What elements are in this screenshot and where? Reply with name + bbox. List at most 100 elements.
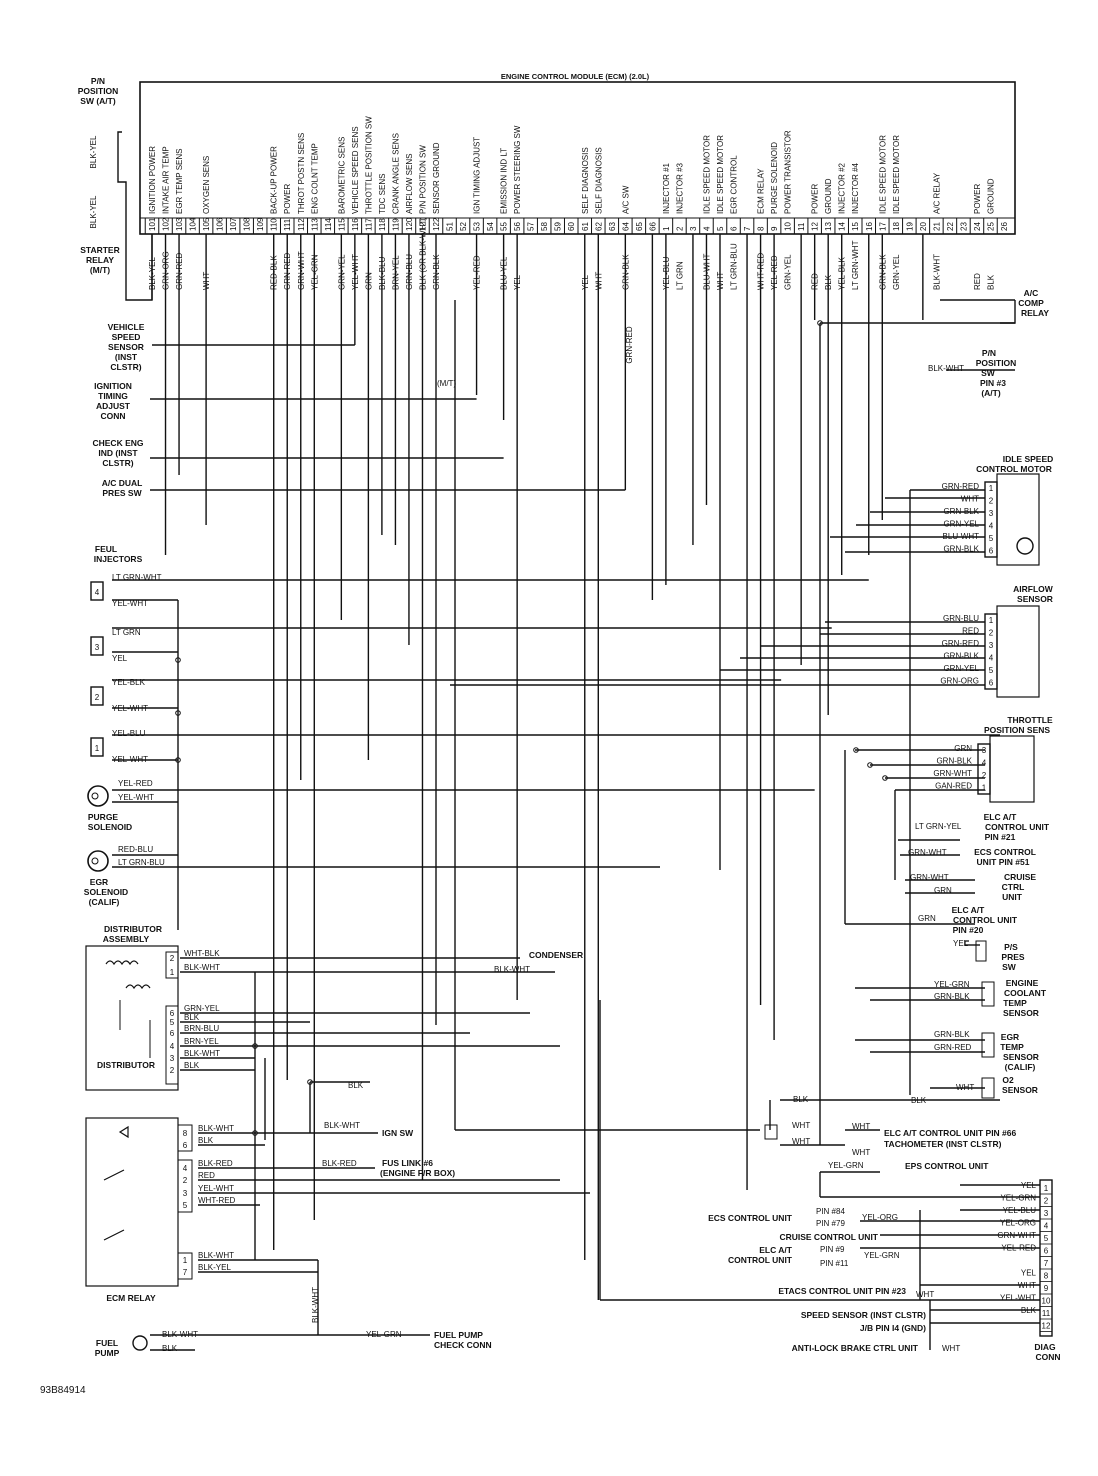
airflow-title: AIRFLOW SENSOR: [1013, 584, 1054, 604]
injector-connector: [90, 686, 104, 706]
diag-pin-number: 8: [1044, 1272, 1049, 1281]
ecm-relay-label: ECM RELAY: [106, 1293, 156, 1303]
ecm-pin-number: 17: [878, 222, 887, 231]
fuel-pump-symbol: [132, 1335, 148, 1351]
isc-pin-wire: GRN-BLK: [943, 507, 979, 516]
ecm-pin-function: POWER: [283, 184, 292, 214]
svg-text:ENGINE: ENGINE: [1006, 978, 1039, 988]
distributor-pin-wire: BLK-WHT: [184, 1049, 220, 1058]
diag-etacs-label: ETACS CONTROL UNIT PIN #23: [778, 1286, 906, 1296]
diag-elc-pin-2: PIN #11: [820, 1259, 849, 1268]
fuel-pump-wire-1: BLK-WHT: [162, 1330, 198, 1339]
svg-text:TEMP: TEMP: [1003, 998, 1027, 1008]
relay-pin-number: 1: [183, 1256, 188, 1265]
ecm-pin-number: 116: [351, 218, 360, 231]
distributor-connector-a: [165, 951, 179, 979]
ecm-pin-function: PURGE SOLENOID: [770, 142, 779, 214]
ecs-51-label: ECS CONTROL UNIT PIN #51: [974, 847, 1036, 867]
svg-text:(CALIF): (CALIF): [1005, 1062, 1036, 1072]
injector-connector: [90, 581, 104, 601]
ecm-pin-number: 107: [229, 217, 238, 231]
diag-pin-wire: YEL-RED: [1001, 1244, 1036, 1253]
ecm-pin-number: 66: [648, 222, 657, 231]
svg-text:P/N: P/N: [982, 348, 996, 358]
airflow-pin-wire: RED: [962, 627, 979, 636]
eps-wire: YEL-GRN: [828, 1161, 864, 1170]
airflow-pin-number: 6: [989, 679, 994, 688]
svg-text:SW: SW: [981, 368, 996, 378]
blk-ground-a: BLK: [793, 1095, 809, 1104]
elc-at-20-wire: GRN: [918, 914, 936, 923]
wht-label-4: WHT: [852, 1148, 870, 1157]
airflow-pin-wire: GRN-ORG: [940, 677, 979, 686]
injector-number: 4: [95, 588, 100, 597]
svg-text:SW: SW: [1002, 962, 1017, 972]
purge-solenoid-label: PURGE SOLENOID: [88, 812, 132, 832]
ecm-pin-function: GROUND: [986, 178, 995, 214]
ign-sw-label: IGN SW: [382, 1128, 414, 1138]
injector-wire-bottom: YEL-WHT: [112, 755, 148, 764]
svg-text:CLSTR): CLSTR): [110, 362, 141, 372]
fus-link-wire: BLK-RED: [322, 1159, 357, 1168]
o2-wire: WHT: [956, 1083, 974, 1092]
solenoid-terminal: [91, 792, 99, 800]
diag-pin-wire: YEL: [1021, 1181, 1037, 1190]
svg-text:SENSOR: SENSOR: [108, 342, 144, 352]
relay-pin-number: 7: [183, 1268, 188, 1277]
relay-connector-c: [177, 1252, 193, 1280]
svg-text:A/C: A/C: [1024, 288, 1039, 298]
isc-pin-number: 6: [989, 547, 994, 556]
ecm-pin-function: INJECTOR #2: [838, 162, 847, 214]
diag-elc-label-2: CONTROL UNIT: [728, 1255, 793, 1265]
blk-ground-wire: BLK: [348, 1081, 364, 1090]
injector-connector: [90, 737, 104, 757]
svg-text:FEUL: FEUL: [95, 544, 117, 554]
ecm-pin-function: EGR CONTROL: [730, 155, 739, 214]
ecm-pin-number: 105: [202, 217, 211, 231]
svg-text:CONTROL UNIT: CONTROL UNIT: [953, 915, 1018, 925]
ecm-pin-number: 1: [662, 226, 671, 231]
ecm-pin-number: 119: [391, 218, 400, 231]
injectors-title: FEUL INJECTORS: [94, 544, 143, 564]
ecm-pin-number: 4: [702, 226, 711, 231]
relay-diode-symbol: [118, 1125, 129, 1139]
ecm-pin-wire-color: RED: [973, 273, 982, 290]
splice-dot: [882, 775, 888, 781]
svg-text:PIN #21: PIN #21: [985, 832, 1016, 842]
svg-text:VEHICLE: VEHICLE: [108, 322, 145, 332]
distributor-pin-number: 1: [170, 968, 175, 977]
svg-text:PRES: PRES: [1001, 952, 1024, 962]
ecm-pin-function: OXYGEN SENS: [202, 156, 211, 214]
blk-yel-label-2: BLK-YEL: [89, 195, 98, 228]
ecm-pin-number: 18: [892, 222, 901, 231]
figure-id: 93B84914: [40, 1385, 86, 1396]
ect-wire-1: YEL-GRN: [934, 980, 970, 989]
ps-pres-label: P/S PRES SW: [1001, 942, 1024, 972]
isc-pin-number: 5: [989, 534, 994, 543]
diag-pin-wire: YEL-ORG: [1000, 1219, 1036, 1228]
cruise-wire-1: GRN-WHT: [910, 873, 949, 882]
ecm-pin-function: ECM RELAY: [757, 168, 766, 214]
diag-connector: 1YEL2YEL-GRN3YEL-BLU4YEL-ORG5GRN-WHT6YEL…: [997, 1179, 1053, 1337]
svg-text:DIAG: DIAG: [1034, 1342, 1056, 1352]
diag-pin-wire: YEL-BLU: [1003, 1206, 1037, 1215]
ecm-pin-number: 112: [297, 218, 306, 231]
svg-text:RELAY: RELAY: [1021, 308, 1049, 318]
fp-check-wire: YEL-GRN: [366, 1330, 402, 1339]
ecm-pin-function: AIRFLOW SENS: [405, 154, 414, 214]
fus-link-label-1: FUS LINK #6: [382, 1158, 433, 1168]
svg-text:ELC A/T: ELC A/T: [984, 812, 1018, 822]
relay-switch-symbol: [103, 1169, 125, 1241]
injector-wire-top: LT GRN-WHT: [112, 573, 162, 582]
splice-dot: [867, 762, 873, 768]
ecs-51-wire: GRN-WHT: [908, 848, 947, 857]
ecm-pin-number: 110: [270, 218, 279, 231]
ect-label: ENGINE COOLANT TEMP SENSOR: [1003, 978, 1047, 1018]
diag-pin-wire: BLK: [1021, 1306, 1037, 1315]
ecm-pin-number: 11: [797, 222, 806, 231]
ecm-pin-number: 113: [310, 218, 319, 231]
ecm-pin-function: IDLE SPEED MOTOR: [878, 135, 887, 214]
splice-dot: [175, 657, 181, 663]
relay-pin-number: 2: [183, 1176, 188, 1185]
svg-text:SOLENOID: SOLENOID: [88, 822, 132, 832]
